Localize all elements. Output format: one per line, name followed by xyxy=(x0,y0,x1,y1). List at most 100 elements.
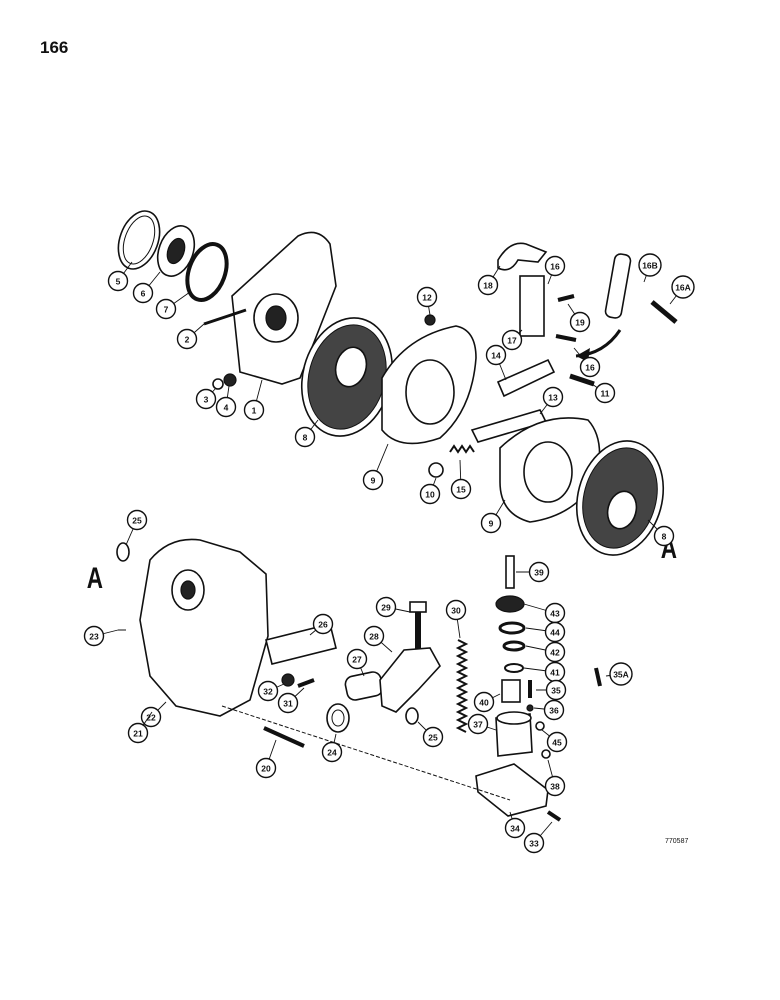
callout-circle xyxy=(504,817,526,839)
callout-label: 21 xyxy=(133,729,143,739)
callout-circle xyxy=(257,680,279,702)
part-washer xyxy=(212,378,224,390)
callout-c13: 13 xyxy=(539,386,564,415)
callout-circle xyxy=(126,509,148,531)
callout-circle xyxy=(545,679,567,701)
callout-circle xyxy=(609,662,633,686)
callout-c25b: 25 xyxy=(417,721,444,748)
callout-circle xyxy=(671,275,695,299)
callout-c14: 14 xyxy=(485,344,507,381)
callout-c9b: 9 xyxy=(480,499,506,534)
callout-c5: 5 xyxy=(107,261,133,292)
callout-label: 15 xyxy=(456,485,466,495)
callout-c20: 20 xyxy=(255,739,277,779)
callout-circle xyxy=(594,382,616,404)
callout-label: 34 xyxy=(510,824,520,834)
callout-circle xyxy=(450,478,472,500)
part-link-16b xyxy=(604,253,632,319)
drawing-code: 770587 xyxy=(665,838,689,845)
callout-label: 39 xyxy=(534,568,544,578)
callout-circle xyxy=(83,625,105,647)
callout-label: 31 xyxy=(283,699,293,709)
callout-circle xyxy=(362,469,384,491)
part-housing xyxy=(139,538,269,717)
direction-arrow xyxy=(575,329,622,358)
callout-label: 35A xyxy=(613,670,629,680)
callout-label: 37 xyxy=(473,720,483,730)
callout-c41: 41 xyxy=(523,661,566,683)
callout-c16A: 16A xyxy=(669,275,695,305)
callout-c8a: 8 xyxy=(294,419,319,448)
callout-circle xyxy=(544,621,566,643)
callout-circle xyxy=(107,270,129,292)
callout-label: 10 xyxy=(425,490,435,500)
callout-label: 41 xyxy=(550,668,560,678)
callout-circle xyxy=(346,648,368,670)
callout-label: 1 xyxy=(252,406,257,416)
callout-c16: 16 xyxy=(544,255,566,285)
callout-circle xyxy=(215,396,237,418)
callout-circle xyxy=(132,282,154,304)
callout-circle xyxy=(416,286,438,308)
callout-c21: 21 xyxy=(127,711,153,744)
callout-circle xyxy=(501,329,523,351)
callout-c28: 28 xyxy=(363,625,393,653)
callout-circle xyxy=(523,832,545,854)
part-splined-shaft xyxy=(265,623,337,665)
callout-circle xyxy=(485,344,507,366)
callout-circle xyxy=(543,699,565,721)
callout-label: 11 xyxy=(601,389,610,399)
part-o-ring xyxy=(185,242,229,302)
page-number: 166 xyxy=(40,38,69,57)
callout-label: 27 xyxy=(352,655,362,665)
callout-label: 16 xyxy=(585,363,595,373)
callout-c35: 35 xyxy=(536,679,567,701)
callout-label: 42 xyxy=(550,648,560,658)
callout-label: 18 xyxy=(483,281,493,291)
callout-label: 35 xyxy=(551,686,561,696)
callout-label: 19 xyxy=(575,318,585,328)
callout-label: 8 xyxy=(662,532,667,542)
callout-c39: 39 xyxy=(516,561,550,583)
callout-label: 16 xyxy=(550,262,560,272)
callout-c2: 2 xyxy=(176,323,205,350)
callout-circle xyxy=(176,328,198,350)
callout-c4: 4 xyxy=(215,385,237,418)
callout-circle xyxy=(544,641,566,663)
callout-label: 44 xyxy=(550,628,560,638)
callout-c7: 7 xyxy=(155,291,191,320)
callout-circle xyxy=(544,775,566,797)
callout-c19: 19 xyxy=(567,303,591,333)
callout-c33: 33 xyxy=(523,821,553,854)
callout-label: 23 xyxy=(89,632,99,642)
callout-c42: 42 xyxy=(525,641,566,663)
part-lever xyxy=(497,242,548,271)
callout-c11: 11 xyxy=(591,382,616,404)
callout-c35A: 35A xyxy=(605,662,633,686)
callout-c30: 30 xyxy=(445,599,467,639)
part-linkage-14 xyxy=(496,358,556,398)
callout-c34: 34 xyxy=(504,811,526,839)
callout-c36: 36 xyxy=(533,699,565,721)
callout-label: 29 xyxy=(381,603,391,613)
callout-label: 25 xyxy=(132,516,142,526)
callout-label: 28 xyxy=(369,632,379,642)
callout-circle xyxy=(569,311,591,333)
callout-label: 17 xyxy=(507,336,517,346)
callout-c16B: 16B xyxy=(638,253,662,283)
callout-circle xyxy=(542,386,564,408)
callout-c3: 3 xyxy=(195,387,217,410)
callout-circle xyxy=(638,253,662,277)
section-mark-a-left: A xyxy=(86,562,103,595)
callout-circle xyxy=(277,692,299,714)
callout-label: 12 xyxy=(422,293,432,303)
part-spring xyxy=(455,639,469,733)
callout-c18: 18 xyxy=(477,265,501,296)
callout-c27: 27 xyxy=(346,648,368,677)
callout-label: 14 xyxy=(491,351,501,361)
callout-circle xyxy=(255,757,277,779)
callout-label: 4 xyxy=(224,403,229,413)
callout-circle xyxy=(546,731,568,753)
callout-circle xyxy=(477,274,499,296)
